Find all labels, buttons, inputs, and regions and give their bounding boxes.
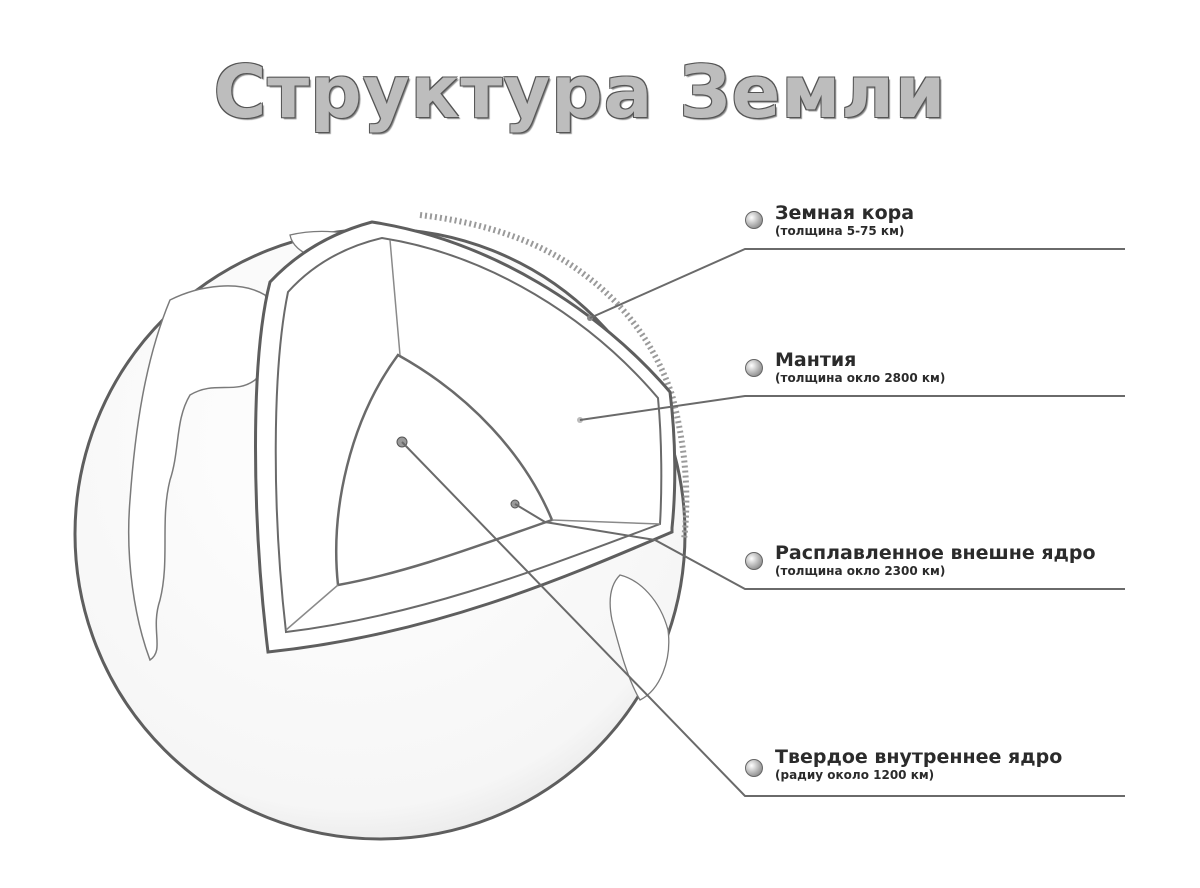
- layer-name: Земная кора: [775, 202, 915, 224]
- layer-name: Расплавленное внешне ядро: [775, 542, 1096, 564]
- layer-name: Мантия: [775, 349, 857, 371]
- crust-rough-edge: [419, 212, 690, 541]
- leader-crust: [589, 248, 1125, 319]
- label-mantle: Мантия (толщина окло 2800 км): [775, 349, 945, 386]
- label-crust: Земная кора (толщина 5-75 км): [775, 202, 914, 239]
- leader-outer-core: [514, 503, 1125, 590]
- leader-inner-core: [401, 441, 1125, 797]
- page-title: Структура Земли: [213, 50, 947, 134]
- label-outer-core: Расплавленное внешне ядро (толщина окло …: [775, 542, 1096, 579]
- cutaway-outer-core-face: [335, 353, 554, 587]
- layer-detail: (толщина окло 2800 км): [775, 371, 946, 385]
- divider-right: [551, 519, 661, 525]
- layer-detail: (толщина 5-75 км): [775, 224, 905, 238]
- leader-mantle: [579, 395, 1125, 421]
- layer-name: Твердое внутреннее ядро: [775, 746, 1063, 768]
- bullet-crust-icon: [745, 211, 763, 229]
- bullet-mantle-icon: [745, 359, 763, 377]
- layer-detail: (толщина окло 2300 км): [775, 564, 946, 578]
- divider-top: [389, 239, 401, 356]
- label-inner-core: Твердое внутреннее ядро (радиу около 120…: [775, 746, 1062, 783]
- layer-detail: (радиу около 1200 км): [775, 768, 935, 782]
- bullet-outer-core-icon: [745, 552, 763, 570]
- bullet-inner-core-icon: [745, 759, 763, 777]
- divider-left: [285, 584, 339, 631]
- continent-outline-3: [609, 574, 670, 701]
